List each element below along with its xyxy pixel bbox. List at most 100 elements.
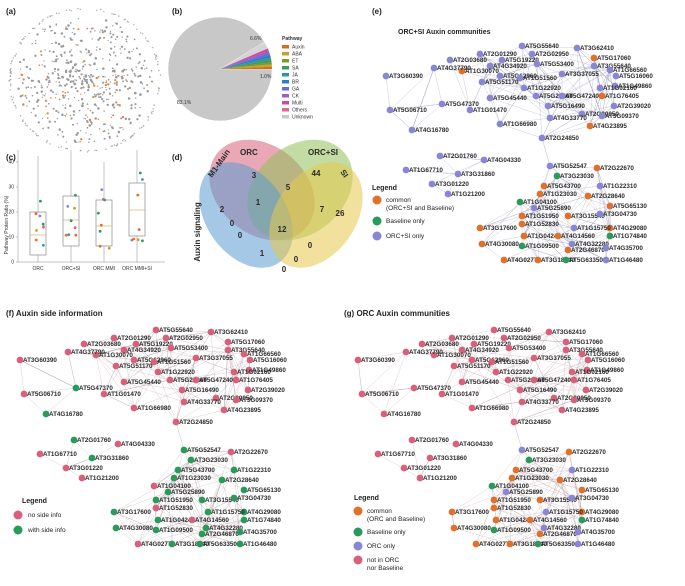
network-edge <box>421 343 493 363</box>
network-edge <box>561 95 603 117</box>
hairball-node <box>109 41 112 44</box>
hairball-node <box>136 117 139 121</box>
gene-node <box>564 246 572 254</box>
gene-node <box>178 386 186 394</box>
panel-a: (a) <box>6 7 162 153</box>
pie-slice <box>220 50 270 69</box>
network-edge <box>481 59 503 83</box>
network-edge <box>589 87 601 127</box>
gene-node <box>568 494 576 502</box>
gene-label: AT1G30070 <box>99 352 133 359</box>
legend-f-noside: no side info <box>28 512 62 519</box>
hairball-node <box>101 31 105 34</box>
hairball-node <box>93 103 97 106</box>
gene-label: AT4G14560 <box>533 517 567 524</box>
network-edge <box>95 354 135 409</box>
hairball-node <box>48 25 52 28</box>
hairball-ring-node <box>140 32 142 34</box>
hairball-node <box>65 59 68 62</box>
hairball-node <box>57 76 60 80</box>
network-edge <box>461 349 535 359</box>
hairball-node <box>88 118 92 122</box>
gene-node <box>400 464 408 472</box>
gene-node <box>530 376 538 384</box>
network-edge <box>519 389 563 411</box>
hairball-node <box>75 133 78 137</box>
hairball-node <box>82 86 85 89</box>
pie-slice <box>220 66 272 69</box>
legend-e-baseline: Baseline only <box>386 218 425 225</box>
gene-node <box>172 418 180 426</box>
gene-label: AT5G17060 <box>569 339 603 346</box>
gene-node <box>448 508 456 516</box>
gene-node <box>518 212 526 220</box>
network-edge <box>515 451 570 471</box>
gene-label: AT1G66560 <box>247 351 281 358</box>
hairball-node <box>125 69 127 71</box>
hairball-node <box>77 18 80 20</box>
gene-label: AT4G33770 <box>553 115 587 122</box>
venn-number: 7 <box>320 205 325 214</box>
hairball-node <box>124 117 128 121</box>
network-edge <box>576 47 583 115</box>
hairball-ring-node <box>45 141 48 143</box>
network-edge <box>83 337 115 345</box>
network-edge <box>471 359 497 373</box>
hairball-ring-node <box>28 32 30 35</box>
gene-label: AT5G55640 <box>525 43 559 50</box>
gene-label: AT1G52830 <box>497 505 531 512</box>
pie-legend-label: BR <box>292 80 299 86</box>
network-edge <box>535 73 563 97</box>
gene-node <box>500 334 508 342</box>
gene-node <box>470 340 478 348</box>
network-edge <box>528 459 545 529</box>
network-edge <box>521 369 588 403</box>
gene-label: AT1G52830 <box>159 505 193 512</box>
gene-node <box>154 368 162 376</box>
hairball-ring-node <box>24 122 27 125</box>
hairball-node <box>84 80 87 82</box>
hairball-node <box>89 78 93 81</box>
network-edge <box>557 235 607 249</box>
hairball-ring-node <box>152 108 154 110</box>
gene-label: AT2G01760 <box>443 153 477 160</box>
network-edge <box>539 193 575 229</box>
network-edge <box>509 531 579 545</box>
gene-label: AT2G24850 <box>517 419 551 426</box>
gene-node <box>490 504 498 512</box>
hairball-ring-node <box>77 7 79 10</box>
box-tick-label: 0 <box>11 260 14 266</box>
hairball-node <box>128 57 132 60</box>
hairball-node <box>115 22 119 25</box>
gene-node <box>150 358 158 366</box>
network-edge <box>537 193 541 261</box>
network-edge <box>501 59 563 97</box>
network-edge <box>230 451 245 491</box>
hairball-node <box>64 91 67 94</box>
gene-label: AT1G51560 <box>495 359 529 366</box>
network-edge <box>573 359 589 381</box>
hairball-node <box>58 81 61 84</box>
hairball-node <box>87 88 90 92</box>
hairball-node <box>81 80 84 83</box>
network-edge <box>549 165 589 197</box>
network-edge <box>133 359 171 381</box>
network-edge <box>227 349 250 371</box>
network-edge <box>361 387 415 395</box>
hairball-node <box>121 115 125 119</box>
hairball-node <box>52 107 55 110</box>
network-edge <box>190 459 235 471</box>
hairball-node <box>86 126 89 129</box>
network-edge <box>169 371 235 381</box>
gene-label: AT2G24850 <box>545 135 579 142</box>
box-point <box>73 226 77 230</box>
network-edge <box>541 115 603 139</box>
hairball-node <box>27 86 30 88</box>
network-edge <box>529 519 539 545</box>
hairball-node <box>109 30 112 33</box>
hairball-node <box>94 117 97 120</box>
gene-node <box>166 376 174 384</box>
hairball-ring-node <box>136 28 138 31</box>
network-edge <box>181 389 225 411</box>
